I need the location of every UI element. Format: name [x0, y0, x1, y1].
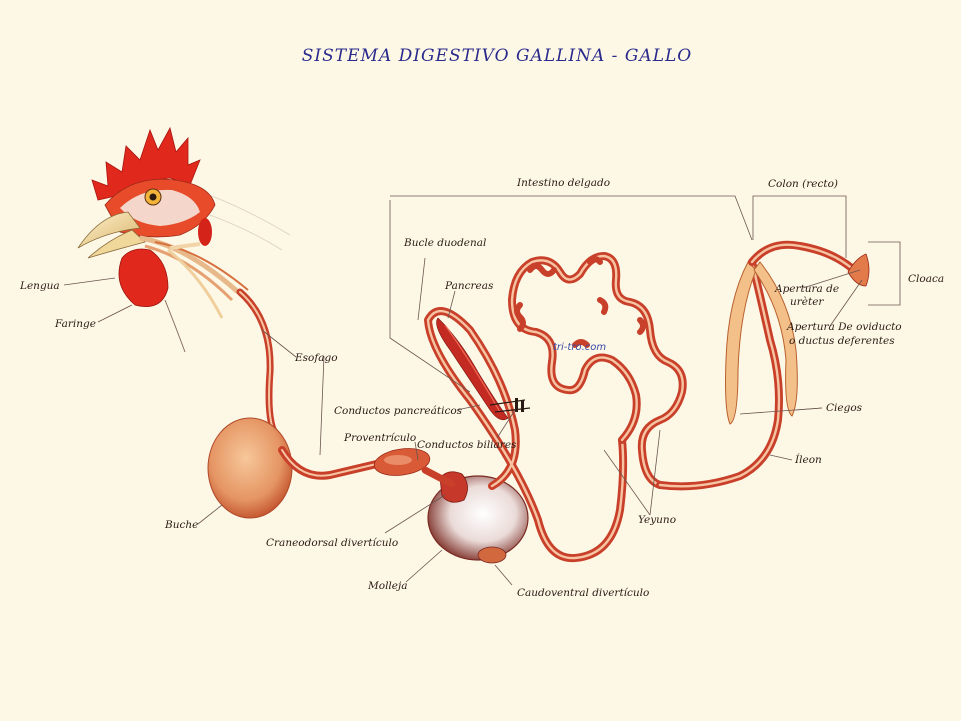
- label-cloaca: Cloaca: [908, 273, 944, 285]
- label-yeyuno: Yeyuno: [638, 514, 676, 526]
- label-bucle-duodenal: Bucle duodenal: [403, 237, 486, 249]
- diagram-title: SISTEMA DIGESTIVO GALLINA - GALLO: [302, 46, 692, 66]
- label-ileon: Íleon: [794, 452, 822, 466]
- comb: [91, 126, 201, 201]
- label-apertura-ureter-2: urèter: [790, 296, 824, 308]
- label-ciegos: Ciegos: [826, 402, 863, 414]
- label-caudoventral: Caudoventral divertículo: [517, 587, 649, 599]
- label-colon: Colon (recto): [768, 178, 838, 190]
- label-lengua: Lengua: [19, 280, 60, 292]
- digestive-tract: [207, 240, 870, 564]
- buche: [207, 417, 293, 519]
- label-esofago: Esofago: [294, 352, 338, 364]
- label-conductos-biliares: Conductos biliares: [417, 439, 517, 451]
- rooster-head: [77, 126, 291, 353]
- label-pancreas: Pancreas: [444, 280, 494, 292]
- label-apertura-oviducto-2: o ductus deferentes: [789, 335, 895, 347]
- pointer-lines: [63, 195, 901, 586]
- wattle: [118, 248, 169, 307]
- label-buche: Buche: [164, 519, 198, 531]
- label-apertura-ureter-1: Apertura de: [774, 283, 839, 295]
- watermark: tri-tro.com: [553, 342, 606, 353]
- label-molleja: Molleja: [367, 580, 408, 592]
- label-craneodorsal: Craneodorsal divertículo: [266, 537, 398, 549]
- cloaca: [847, 253, 870, 287]
- label-apertura-oviducto-1: Apertura De oviducto: [786, 321, 902, 333]
- label-intestino-delgado: Intestino delgado: [516, 177, 610, 189]
- ciegos: [725, 261, 757, 425]
- label-faringe: Faringe: [54, 318, 96, 330]
- caudoventral-diverticulo: [477, 546, 507, 564]
- label-conductos-pancreaticos: Conductos pancreáticos: [334, 405, 463, 417]
- label-proventriculo: Proventrículo: [343, 432, 416, 444]
- beak: [77, 211, 141, 249]
